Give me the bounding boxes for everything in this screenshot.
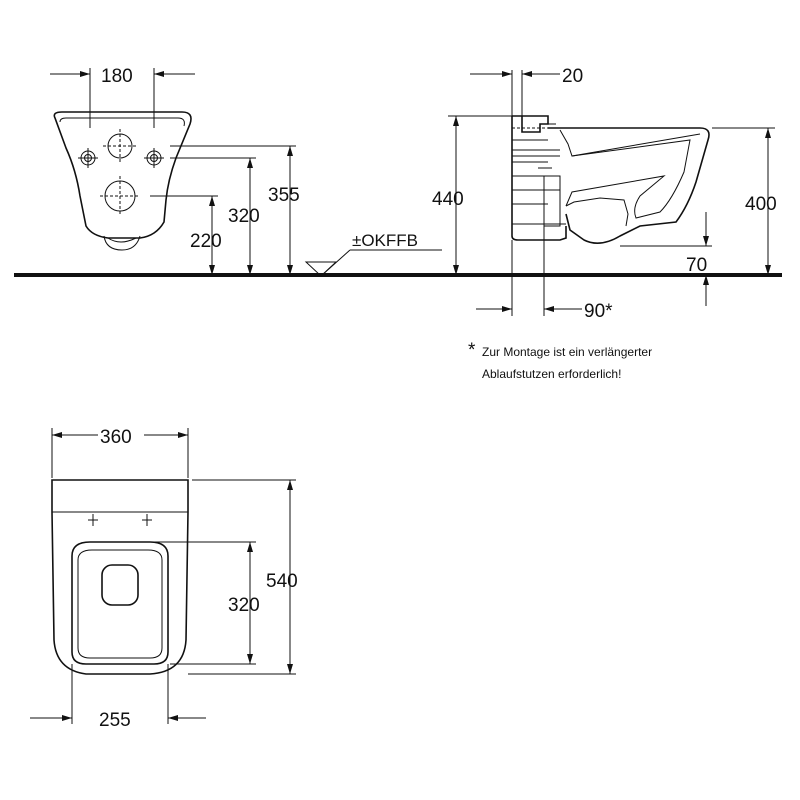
dim-90-label: 90* [584,301,613,322]
side-view-wall-frame [511,116,567,241]
top-view-drain [101,564,139,606]
dim-360: 360 [51,427,189,478]
dim-255-label: 255 [99,710,131,731]
dim-180-label: 180 [101,66,133,87]
side-view-bowl-siphon [565,197,629,227]
footnote-line-2: Ablaufstutzen erforderlich! [482,367,621,381]
front-view-drain-hole [100,176,140,216]
side-view-bowl-inner [559,129,701,157]
front-view: 180 355 320 220 [50,66,442,277]
dim-540-label: 540 [266,571,298,592]
dim-320-top-label: 320 [228,595,260,616]
top-view-left-bolt [88,514,98,526]
front-view-drain [103,235,141,251]
front-view-left-bolt-hole [78,148,98,168]
dim-220-label: 220 [190,231,222,252]
dim-220: 220 [190,196,222,275]
dim-355-label: 355 [268,185,300,206]
front-view-right-bolt-hole [144,148,164,168]
front-view-bowl-outline [53,111,192,239]
front-view-drain-base [107,237,137,243]
dim-400: 400 [712,127,777,275]
dim-355: 355 [268,146,300,275]
dim-400-label: 400 [745,194,777,215]
top-view-right-bolt [142,514,152,526]
dim-440: 440 [432,115,512,275]
footnote: * Zur Montage ist ein verlängerter Ablau… [468,340,652,381]
dim-20: 20 [470,66,583,116]
dim-540: 540 [188,479,298,675]
side-view-bowl-trap [565,139,691,219]
dim-360-label: 360 [100,427,132,448]
top-view-bowl-inner [77,549,163,659]
dim-70: 70 [620,212,712,306]
top-view-bowl-outline [71,541,169,665]
dim-320-top: 320 [120,541,260,665]
floor-reference-marker: ±OKFFB [304,231,442,277]
dim-70-label: 70 [686,255,707,276]
floor-reference-label: ±OKFFB [352,231,418,250]
dim-180: 180 [50,66,195,128]
footnote-line-1: Zur Montage ist ein verlängerter [482,345,652,359]
dim-320-front-label: 320 [228,206,260,227]
top-view-outer-outline [51,479,189,675]
dim-20-label: 20 [562,66,583,87]
side-view-bowl-outline [548,127,710,244]
dim-90: 90* [476,226,613,322]
side-view: 20 440 400 70 [432,66,777,381]
dim-255: 255 [30,664,206,731]
dim-440-label: 440 [432,189,464,210]
footnote-asterisk: * [468,340,476,361]
front-view-upper-hole [103,129,137,163]
dim-320-front: 320 [228,158,260,275]
top-view: 360 540 320 255 [30,427,298,731]
front-view-inner-rim [59,117,185,127]
